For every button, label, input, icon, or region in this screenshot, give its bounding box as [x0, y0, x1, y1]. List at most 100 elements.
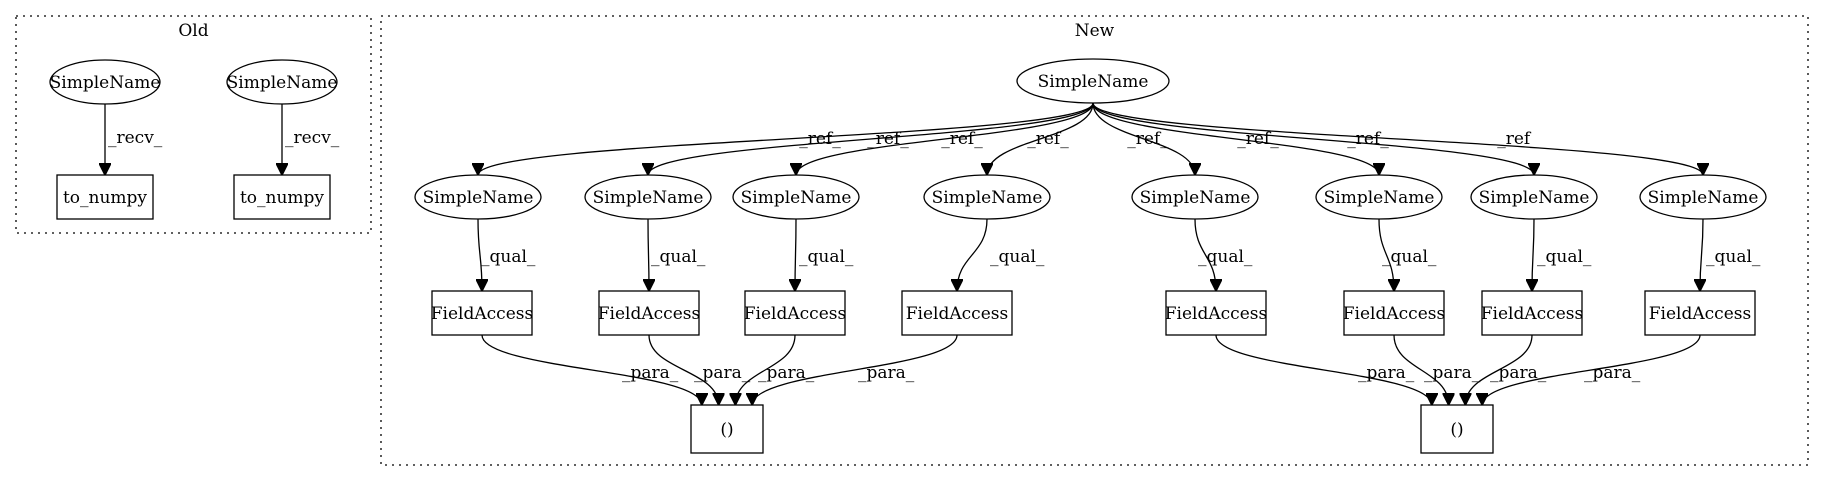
- node-shape: [233, 174, 331, 220]
- edge-qual: _qual_: [478, 218, 536, 291]
- node-label: SimpleName: [593, 188, 704, 208]
- edge-ref: _ref_: [1092, 102, 1703, 176]
- cluster-new-label: New: [1075, 21, 1115, 41]
- node-label: SimpleName: [1479, 188, 1590, 208]
- node-label: SimpleName: [932, 188, 1043, 208]
- node-shape: [1343, 290, 1445, 336]
- to-numpy-node-o-tn1: to_numpy: [56, 174, 154, 220]
- edge-label: _qual_: [799, 247, 854, 267]
- edge-line: [735, 334, 796, 405]
- edge-ref: _ref_: [1092, 102, 1534, 176]
- node-shape: [690, 404, 764, 454]
- edge-line: [648, 334, 719, 405]
- simplename-node-o-sn1: SimpleName: [49, 59, 161, 105]
- node-label: FieldAccess: [431, 304, 533, 324]
- edge-line: [796, 102, 1094, 176]
- edge-line: [1215, 334, 1432, 406]
- node-label: SimpleName: [1038, 72, 1149, 92]
- node-label: SimpleName: [50, 73, 161, 93]
- fieldaccess-node-n-fa2: FieldAccess: [598, 290, 700, 336]
- edge-line: [1378, 218, 1394, 291]
- edge-line: [1393, 334, 1449, 405]
- fieldaccess-node-n-fa4: FieldAccess: [901, 290, 1013, 336]
- call-node-n-p1: (): [690, 404, 764, 454]
- edge-label: _qual_: [481, 247, 536, 267]
- node-shape: [1639, 174, 1767, 220]
- simplename-node-o-sn2: SimpleName: [226, 59, 338, 105]
- edge-para: _para_: [481, 334, 702, 406]
- edge-para: _para_: [1482, 334, 1701, 406]
- fieldaccess-node-n-fa8: FieldAccess: [1644, 290, 1756, 336]
- edge-line: [795, 218, 796, 291]
- node-shape: [1165, 290, 1267, 336]
- node-label: SimpleName: [741, 188, 852, 208]
- fieldaccess-node-n-fa7: FieldAccess: [1481, 290, 1583, 336]
- edge-label: _qual_: [651, 247, 706, 267]
- node-shape: [1470, 174, 1598, 220]
- edge-label: _para_: [622, 363, 679, 383]
- to-numpy-node-o-tn2: to_numpy: [233, 174, 331, 220]
- simplename-node-n-sn2: SimpleName: [584, 174, 712, 220]
- call-node-n-p2: (): [1420, 404, 1494, 454]
- edge-qual: _qual_: [1532, 218, 1592, 291]
- edge-label: _ref_: [1127, 129, 1169, 149]
- node-shape: [1420, 404, 1494, 454]
- edge-label: _para_: [1424, 363, 1481, 383]
- edge-para: _para_: [1393, 334, 1481, 405]
- edge-recv: _recv_: [282, 103, 340, 175]
- edge-label: _para_: [694, 363, 751, 383]
- edge-ref: _ref_: [987, 102, 1094, 176]
- node-label: to_numpy: [63, 188, 147, 208]
- edge-line: [1092, 102, 1379, 176]
- edge-label: _para_: [1358, 363, 1415, 383]
- edge-ref: _ref_: [796, 102, 1094, 176]
- edge-recv: _recv_: [105, 103, 163, 175]
- edge-line: [1194, 218, 1216, 291]
- fieldaccess-node-n-fa1: FieldAccess: [431, 290, 533, 336]
- node-label: SimpleName: [1324, 188, 1435, 208]
- node-label: FieldAccess: [1649, 304, 1751, 324]
- edge-label: _ref_: [799, 129, 841, 149]
- node-shape: [1481, 290, 1583, 336]
- edge-qual: _qual_: [1378, 218, 1437, 291]
- edge-qual: _qual_: [1700, 218, 1761, 291]
- edge-label: _ref_: [1027, 129, 1069, 149]
- edge-label: _ref_: [1497, 129, 1539, 149]
- edge-ref: _ref_: [478, 102, 1094, 176]
- node-shape: [732, 174, 860, 220]
- edge-line: [478, 218, 482, 291]
- simplename-node-n-sn4: SimpleName: [923, 174, 1051, 220]
- edge-qual: _qual_: [648, 218, 706, 291]
- edge-label: _recv_: [285, 128, 340, 148]
- node-shape: [49, 59, 161, 105]
- edge-para: _para_: [648, 334, 751, 405]
- edge-line: [957, 218, 988, 291]
- simplename-node-n-sn5: SimpleName: [1131, 174, 1259, 220]
- node-label: (): [1450, 420, 1463, 440]
- simplename-node-n-sn8: SimpleName: [1639, 174, 1767, 220]
- edge-para: _para_: [735, 334, 815, 405]
- node-label: SimpleName: [423, 188, 534, 208]
- edge-line: [481, 334, 702, 406]
- node-shape: [598, 290, 700, 336]
- edge-label: _qual_: [990, 247, 1045, 267]
- edge-qual: _qual_: [957, 218, 1045, 291]
- node-shape: [56, 174, 154, 220]
- fieldaccess-node-n-fa6: FieldAccess: [1343, 290, 1445, 336]
- edge-label: _qual_: [1706, 247, 1761, 267]
- edge-line: [478, 102, 1094, 176]
- edge-para: _para_: [752, 334, 958, 406]
- node-label: SimpleName: [1648, 188, 1759, 208]
- node-label: FieldAccess: [744, 304, 846, 324]
- node-label: FieldAccess: [906, 304, 1008, 324]
- node-shape: [744, 290, 846, 336]
- edge-line: [752, 334, 958, 406]
- node-shape: [901, 290, 1013, 336]
- cluster-new: New: [380, 15, 1809, 466]
- edge-label: _recv_: [108, 128, 163, 148]
- edge-line: [1092, 102, 1534, 176]
- node-shape: [1315, 174, 1443, 220]
- cluster-old-label: Old: [178, 21, 208, 41]
